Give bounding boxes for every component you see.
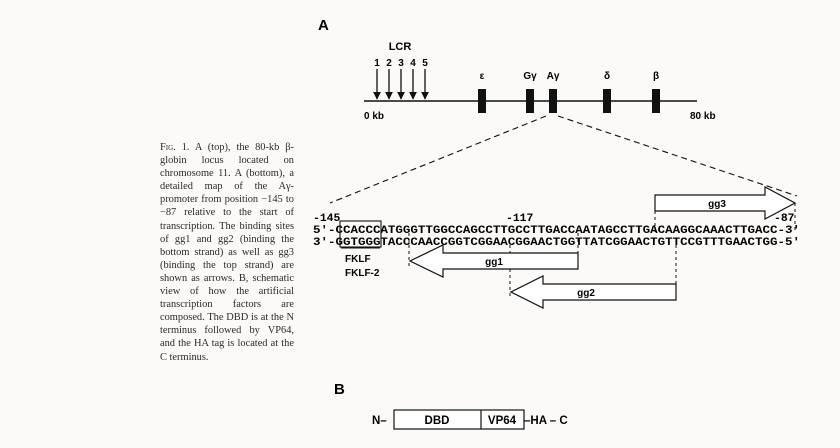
gg3-label: gg3 (708, 199, 726, 210)
gg1-label: gg1 (485, 257, 503, 268)
locus-end-label: 80 kb (690, 111, 716, 122)
gene-delta-label: δ (604, 71, 610, 82)
fklf-site-box (339, 220, 382, 248)
gg3-arrow-shape (654, 186, 797, 220)
caption-text-1: A (top), the 80-kb β-globin locus locate… (160, 142, 295, 193)
locus-start-label: 0 kb (364, 111, 384, 122)
zoom-line-left (329, 115, 547, 204)
lcr-site-1: 1 (374, 58, 380, 69)
pos-87: -87 (774, 213, 795, 225)
pos-117: -117 (506, 213, 534, 225)
gene-delta-box (603, 89, 611, 113)
caption-fig-label: Fig. 1. (160, 142, 190, 153)
n-terminus-label: N– (372, 415, 387, 427)
gene-beta-box (652, 89, 660, 113)
gene-group: ε Gγ Aγ δ β (478, 71, 660, 113)
lcr-site-3: 3 (398, 58, 404, 69)
lcr-title: LCR (389, 41, 412, 53)
pos-145: -145 (313, 213, 341, 225)
gg1-arrow: gg1 (408, 244, 579, 278)
caption-gamma-promoter: Aγ-promoter (160, 181, 294, 206)
zoom-line-right (557, 115, 798, 197)
panel-a-label: A (318, 17, 329, 34)
gene-g-gamma-label: Gγ (523, 71, 537, 82)
lcr-site-2: 2 (386, 58, 392, 69)
construct-box (393, 409, 525, 430)
gene-a-gamma-box (549, 89, 557, 113)
lcr-site-4: 4 (410, 58, 416, 69)
gene-g-gamma-box (526, 89, 534, 113)
dbd-label: DBD (425, 415, 450, 427)
gg2-arrow-shape (509, 275, 677, 309)
gene-a-gamma-label: Aγ (547, 71, 560, 82)
gg2-arrow: gg2 (509, 275, 677, 309)
gg2-label: gg2 (577, 288, 595, 299)
panel-b-label: B (334, 381, 345, 398)
gene-beta-label: β (653, 71, 659, 82)
fklf-2-label: FKLF-2 (345, 268, 380, 279)
lcr-site-5: 5 (422, 58, 428, 69)
sequence-bottom-strand: 3'-GGTGGGTACCCAACCGGTCGGAACGGAACTGGTTATC… (313, 237, 800, 249)
gg1-arrow-shape (408, 244, 579, 278)
construct-diagram: N– DBD VP64 –HA – C (372, 409, 568, 430)
sequence-top-strand: 5'-CCACCCATGGGTTGGCCAGCCTTGCCTTGACCAATAG… (313, 225, 800, 237)
gg3-arrow: gg3 (654, 186, 797, 220)
gene-epsilon-box (478, 89, 486, 113)
lcr-group: LCR 1 2 3 4 5 (373, 41, 429, 100)
caption-text-2: from position −145 to −87 relative to th… (160, 194, 294, 363)
figure-caption: Fig. 1. A (top), the 80-kb β-globin locu… (160, 141, 294, 364)
fklf-label: FKLF (345, 254, 371, 265)
gene-epsilon-label: ε (480, 71, 485, 82)
ha-c-terminus-label: –HA – C (524, 415, 568, 427)
vp64-label: VP64 (488, 415, 517, 427)
